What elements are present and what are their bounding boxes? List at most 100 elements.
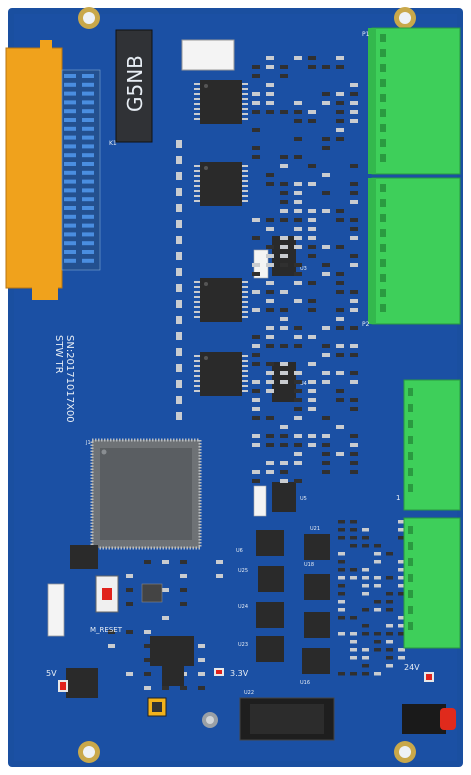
label-3v3: 3.3V bbox=[230, 669, 249, 678]
smd-component bbox=[398, 536, 405, 540]
smd-component bbox=[280, 200, 288, 204]
smd-component bbox=[144, 560, 151, 564]
ic-pin bbox=[242, 286, 248, 288]
smd-component bbox=[294, 155, 302, 159]
smd-component bbox=[350, 380, 358, 384]
smd-component bbox=[398, 520, 405, 524]
smd-component bbox=[266, 326, 274, 330]
smd-component bbox=[362, 536, 369, 540]
ic-pin bbox=[194, 93, 200, 95]
smd-component bbox=[336, 308, 344, 312]
smd-component bbox=[252, 308, 260, 312]
smd-component bbox=[350, 398, 358, 402]
smd-component bbox=[336, 56, 344, 60]
ic-pin bbox=[242, 93, 248, 95]
smd-component bbox=[398, 568, 405, 572]
smd-component bbox=[338, 608, 345, 612]
smd-component bbox=[362, 672, 369, 676]
terminal-slot bbox=[380, 154, 386, 162]
ic-pin bbox=[242, 281, 248, 283]
smd-component bbox=[338, 576, 345, 580]
ic-pin bbox=[194, 165, 200, 167]
ic-pin bbox=[194, 316, 200, 318]
smd-component bbox=[176, 188, 182, 196]
smd-component bbox=[176, 300, 182, 308]
smd-component bbox=[198, 672, 205, 676]
smd-component bbox=[350, 443, 358, 447]
ic-pin bbox=[194, 190, 200, 192]
smd-component bbox=[308, 227, 316, 231]
smd-component bbox=[198, 658, 205, 662]
header-connector-left bbox=[5, 40, 101, 300]
smd-component bbox=[398, 624, 405, 628]
smd-component bbox=[294, 101, 302, 105]
smd-component bbox=[338, 592, 345, 596]
smd-component bbox=[308, 236, 316, 240]
led-3v3 bbox=[214, 668, 224, 676]
smd-component bbox=[350, 576, 357, 580]
smd-component bbox=[294, 209, 302, 213]
header-pin bbox=[64, 118, 76, 122]
smd-component bbox=[266, 83, 274, 87]
ic-sot-small bbox=[162, 666, 184, 686]
smd-component bbox=[322, 263, 330, 267]
smd-component bbox=[350, 182, 358, 186]
smd-component bbox=[308, 308, 316, 312]
smd-component bbox=[266, 218, 274, 222]
smd-component bbox=[350, 92, 358, 96]
smd-component bbox=[176, 348, 182, 356]
smd-component bbox=[336, 65, 344, 69]
smd-component bbox=[350, 299, 358, 303]
smd-component bbox=[350, 640, 357, 644]
smd-component bbox=[350, 119, 358, 123]
smd-component bbox=[398, 648, 405, 652]
terminal-slot bbox=[380, 304, 386, 312]
smd-component bbox=[280, 461, 288, 465]
smd-component bbox=[362, 584, 369, 588]
terminal-slot bbox=[380, 199, 386, 207]
smd-component bbox=[362, 608, 369, 612]
ic-pin bbox=[242, 88, 248, 90]
smd-component bbox=[386, 640, 393, 644]
crystal-round bbox=[202, 712, 218, 728]
smd-component bbox=[350, 544, 357, 548]
ic-pin bbox=[194, 311, 200, 313]
terminal-slot bbox=[380, 79, 386, 87]
ic-pin bbox=[242, 200, 248, 202]
led-24v bbox=[424, 672, 434, 682]
smd-component bbox=[176, 332, 182, 340]
smd-component bbox=[386, 600, 393, 604]
adc-chip-4 bbox=[200, 352, 242, 396]
ic-u16 bbox=[302, 648, 330, 674]
smd-component bbox=[266, 182, 274, 186]
terminal-block-p2 bbox=[368, 177, 461, 325]
terminal-slot bbox=[408, 436, 413, 444]
smd-component bbox=[252, 416, 260, 420]
terminal-block-p1 bbox=[368, 27, 461, 175]
smd-component bbox=[350, 164, 358, 168]
reset-button[interactable] bbox=[95, 575, 119, 613]
header-pin bbox=[64, 74, 76, 78]
smd-component bbox=[336, 281, 344, 285]
terminal-slot bbox=[380, 229, 386, 237]
smd-component bbox=[398, 656, 405, 660]
smd-component bbox=[294, 182, 302, 186]
header-pin bbox=[64, 232, 76, 237]
smd-component bbox=[266, 92, 274, 96]
terminal-slot bbox=[380, 244, 386, 252]
smd-component bbox=[374, 576, 381, 580]
smd-component bbox=[308, 443, 316, 447]
smd-component bbox=[308, 380, 316, 384]
smd-component bbox=[386, 648, 393, 652]
smd-component bbox=[266, 290, 274, 294]
smd-component bbox=[398, 528, 405, 532]
ic-pin bbox=[242, 103, 248, 105]
smd-component bbox=[266, 416, 274, 420]
terminal-slot bbox=[380, 94, 386, 102]
ic-pin bbox=[242, 380, 248, 382]
header-pin bbox=[64, 214, 76, 219]
ic-pin bbox=[194, 365, 200, 367]
ic-pin bbox=[242, 375, 248, 377]
smd-component bbox=[280, 425, 288, 429]
smd-component bbox=[362, 656, 369, 660]
